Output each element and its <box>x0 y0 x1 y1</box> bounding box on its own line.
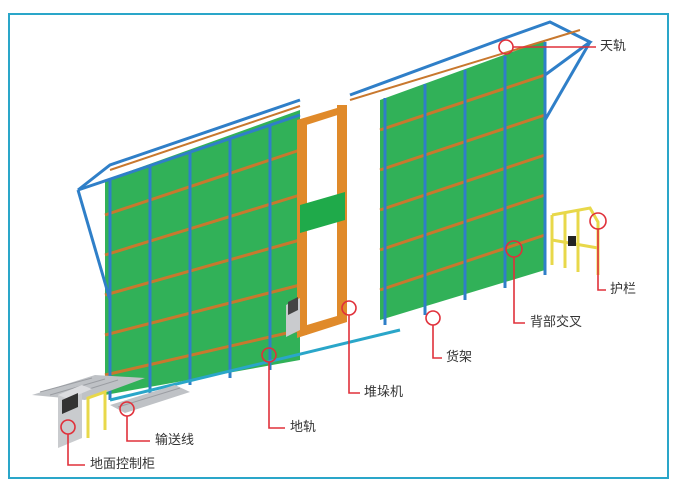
stacker-crane <box>297 105 347 338</box>
conveyor-gate <box>86 389 107 438</box>
crane-terminal <box>286 297 300 337</box>
floor-rail <box>109 328 401 402</box>
label-floor-rail: 地轨 <box>290 420 317 435</box>
right-rack-block <box>349 20 593 325</box>
label-guardrail: 护栏 <box>610 282 637 297</box>
label-floor-control-cabinet: 地面控制柜 <box>90 457 156 472</box>
label-top-rail: 天轨 <box>600 39 627 54</box>
callouts <box>60 39 607 466</box>
label-rack: 货架 <box>446 350 473 365</box>
left-rack-block <box>76 98 301 400</box>
guardrail-device <box>568 236 576 246</box>
label-conveyor: 输送线 <box>155 433 195 448</box>
label-back-bracing: 背部交叉 <box>530 315 583 330</box>
label-stacker-crane: 堆垛机 <box>364 385 404 400</box>
